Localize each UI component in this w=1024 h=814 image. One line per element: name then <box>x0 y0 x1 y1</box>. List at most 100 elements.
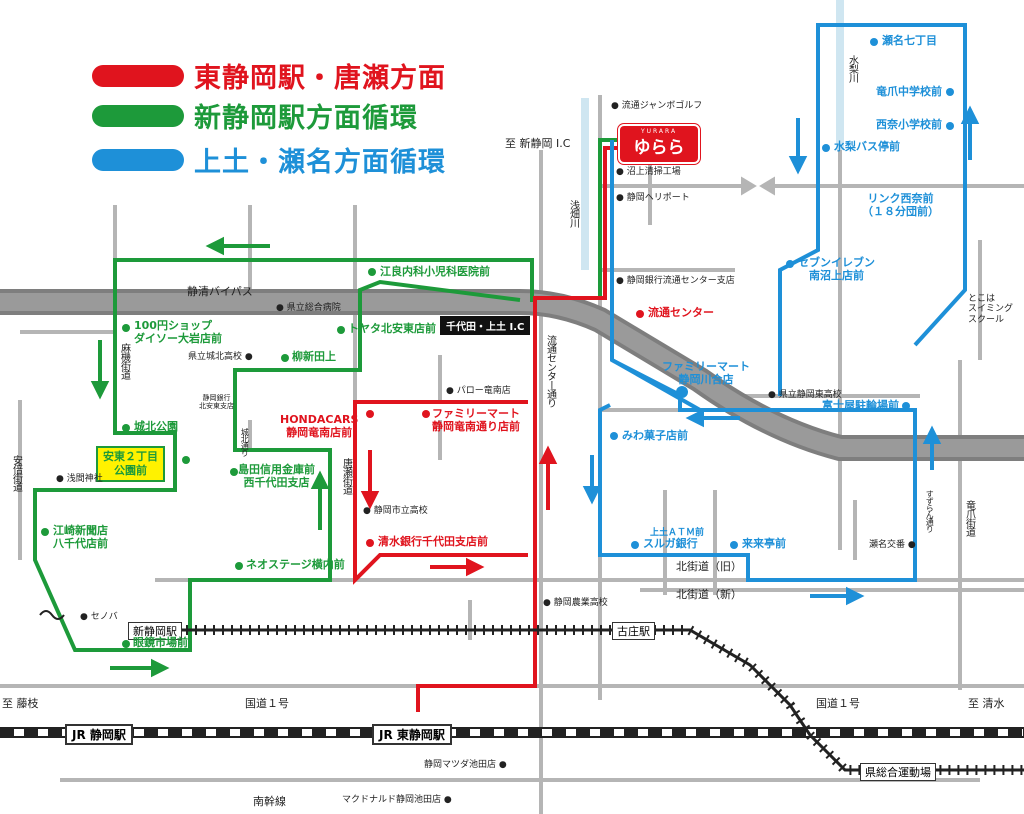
direction-arrows <box>90 105 980 678</box>
stop-green-megane: 眼鏡市場前 <box>133 636 188 649</box>
road-label-ryutsu-center: 流通センター通り <box>544 335 556 407</box>
stop-green-jokita-park: 城北公園 <box>134 420 178 433</box>
lm-sena-koban-text: 瀬名交番 <box>869 540 906 550</box>
stop-green-yanagishinden: 柳新田上 <box>292 350 336 363</box>
lm-shizuoka-ginko-ando: 静岡銀行 北安東支店 <box>199 394 234 411</box>
to-shimizu: 至 清水 <box>968 697 1005 710</box>
chiyoda-ic-label: 千代田・上土 I.C <box>440 316 531 335</box>
stop-green-ando2: 安東２丁目 公園前 <box>96 446 165 482</box>
stop-red-familymart: ファミリーマート 静岡竜南通り店前 <box>432 407 520 433</box>
road-label-kita-old: 北街道（旧） <box>676 560 742 573</box>
lm-mcdonalds-text: マクドナルド静岡池田店 <box>342 795 442 805</box>
lm-nougyo-text: 静岡農業高校 <box>553 598 608 608</box>
lm-heliport: ● 静岡ヘリポート <box>616 193 690 203</box>
lm-sogo-byoin-text: 県立総合病院 <box>286 303 341 313</box>
legend-swatch-blue <box>92 148 184 171</box>
logo-small-text: YURARA <box>640 128 678 135</box>
stop-green-shimada: 島田信用金庫前 西千代田支店 <box>238 463 315 489</box>
road-label-karase: 唐瀬街道 <box>340 458 352 494</box>
lm-heliport-text: 静岡ヘリポート <box>626 193 690 203</box>
road-label-nankansen: 南幹線 <box>253 795 286 808</box>
lm-sena-koban: 瀬名交番 ● <box>869 540 916 550</box>
lm-shiritsu-hs: ● 静岡市立高校 <box>363 506 428 516</box>
legend-swatch-green <box>92 104 184 127</box>
stop-blue-7eleven: セブンイレブン 南沼上店前 <box>798 256 875 282</box>
stop-blue-fujiya: 富士屋駐輪場前 <box>822 399 899 412</box>
blue-route <box>598 140 917 582</box>
stop-red-shimizu-ginko: 清水銀行千代田支店前 <box>378 535 488 548</box>
stop-blue-suruga: スルガ銀行 <box>643 537 698 550</box>
stop-blue-ryuso-jhs: 竜爪中学校前 <box>876 85 942 98</box>
stop-green-toyota: トヤタ北安東店前 <box>348 322 436 335</box>
lm-senoba-text: セノバ <box>90 612 118 622</box>
lm-shizuoka-ginko: ● 静岡銀行流通センター支店 <box>616 276 735 286</box>
lm-numagami-text: 沼上清掃工場 <box>626 167 681 177</box>
road-label-asahata: 浅畑川 <box>567 200 579 227</box>
lm-jokita-hs: 県立城北高校 ● <box>188 352 253 362</box>
road-label-shirokita: 城北通り <box>240 428 250 456</box>
lm-mcdonalds: マクドナルド静岡池田店 ● <box>342 795 452 805</box>
to-shinshizuoka-ic: 至 新静岡 I.C <box>505 137 571 150</box>
station-kensogo: 県総合運動場 <box>860 763 936 781</box>
stop-dots <box>41 268 376 648</box>
stop-blue-mizunashi: 水梨バス停前 <box>834 140 900 153</box>
legend-label-blue: 上土・瀬名方面循環 <box>194 147 446 178</box>
logo-text: ゆらら <box>633 138 685 158</box>
stop-blue-rairaitei: 来来亭前 <box>742 537 786 550</box>
stop-blue-seina-es: 西奈小学校前 <box>876 118 942 131</box>
lm-asama: ● 浅間神社 <box>56 474 103 484</box>
road-label-ryuso: 竜爪街道 <box>963 500 975 536</box>
legend-red: 東静岡駅・唐瀬方面 <box>92 56 446 95</box>
red-route <box>416 146 618 712</box>
railway-jr <box>0 727 1024 738</box>
railway-shizutetsu <box>150 625 1024 775</box>
stop-red-hondacars: HONDACARS 静岡竜南店前 <box>280 413 359 439</box>
lm-asama-text: 浅間神社 <box>66 474 103 484</box>
stop-green-daiso: 100円ショップ ダイソー大岩店前 <box>134 319 222 345</box>
lm-paro: ● パロー竜南店 <box>446 386 511 396</box>
stop-blue-familymart-kawai: ファミリーマート 静岡川合店 <box>662 360 750 386</box>
lm-sogo-byoin: ● 県立総合病院 <box>276 303 341 313</box>
stop-blue-sena7: 瀬名七丁目 <box>882 34 937 47</box>
road-label-mizunashi: 水梨川 <box>846 55 858 82</box>
road-label-kokudo1-right: 国道１号 <box>816 697 860 710</box>
stop-blue-link: リンク西奈前 （１８分団前） <box>862 192 939 218</box>
stop-blue-atm-label: 上土ＡＴＭ前 <box>650 528 705 538</box>
lm-mazda-text: 静岡マツダ池田店 <box>424 760 497 770</box>
station-jr-shizuoka: JR 静岡駅 <box>65 724 133 745</box>
lm-paro-text: パロー竜南店 <box>456 386 511 396</box>
legend-blue: 上土・瀬名方面循環 <box>92 140 446 179</box>
stop-green-ezaki: 江崎新聞店 八千代店前 <box>53 524 108 550</box>
road-label-suzuran: すずらん通り <box>925 490 935 532</box>
yurara-logo: YURARA ゆらら <box>618 124 700 164</box>
lm-numagami: ● 沼上清掃工場 <box>616 167 681 177</box>
legend-label-red: 東静岡駅・唐瀬方面 <box>194 63 446 94</box>
legend-label-green: 新静岡駅方面循環 <box>194 103 418 134</box>
stop-red-ryutsu-center: 流通センター <box>648 306 714 319</box>
lm-tokoha: とこは スイミング スクール <box>968 294 1014 325</box>
legend-swatch-red <box>92 64 184 87</box>
to-fujieda: 至 藤枝 <box>2 697 39 710</box>
lm-shizuoka-higashi-text: 県立静岡東高校 <box>778 390 842 400</box>
lm-senoba: ● セノバ <box>80 612 118 622</box>
station-shin-shizuoka: 新静岡駅 <box>128 622 182 640</box>
lm-jokita-hs-text: 県立城北高校 <box>188 352 243 362</box>
legend-green: 新静岡駅方面循環 <box>92 96 418 135</box>
station-jr-higashi-shizuoka: JR 東静岡駅 <box>372 724 452 745</box>
lm-shizuoka-higashi: ● 県立静岡東高校 <box>768 390 842 400</box>
lm-jumbo-golf: ● 流通ジャンボゴルフ <box>611 101 703 111</box>
lm-mazda: 静岡マツダ池田店 ● <box>424 760 507 770</box>
road-label-asabata: 麻機街道 <box>118 343 130 379</box>
station-koshou: 古庄駅 <box>612 622 655 640</box>
lm-jumbo-golf-text: 流通ジャンボゴルフ <box>621 101 703 111</box>
stop-green-era: 江良内科小児科医院前 <box>380 265 490 278</box>
road-label-bypass: 静清バイパス <box>187 285 253 298</box>
road-label-kita-new: 北街道（新） <box>676 588 742 601</box>
lm-nougyo: ● 静岡農業高校 <box>543 598 608 608</box>
stop-green-neostage: ネオステージ横内前 <box>246 558 345 571</box>
lm-shiritsu-hs-text: 静岡市立高校 <box>373 506 428 516</box>
green-route <box>33 258 534 652</box>
road-label-anzai: 安倍街道 <box>10 455 22 491</box>
lm-shizuoka-ginko-text: 静岡銀行流通センター支店 <box>626 276 735 286</box>
